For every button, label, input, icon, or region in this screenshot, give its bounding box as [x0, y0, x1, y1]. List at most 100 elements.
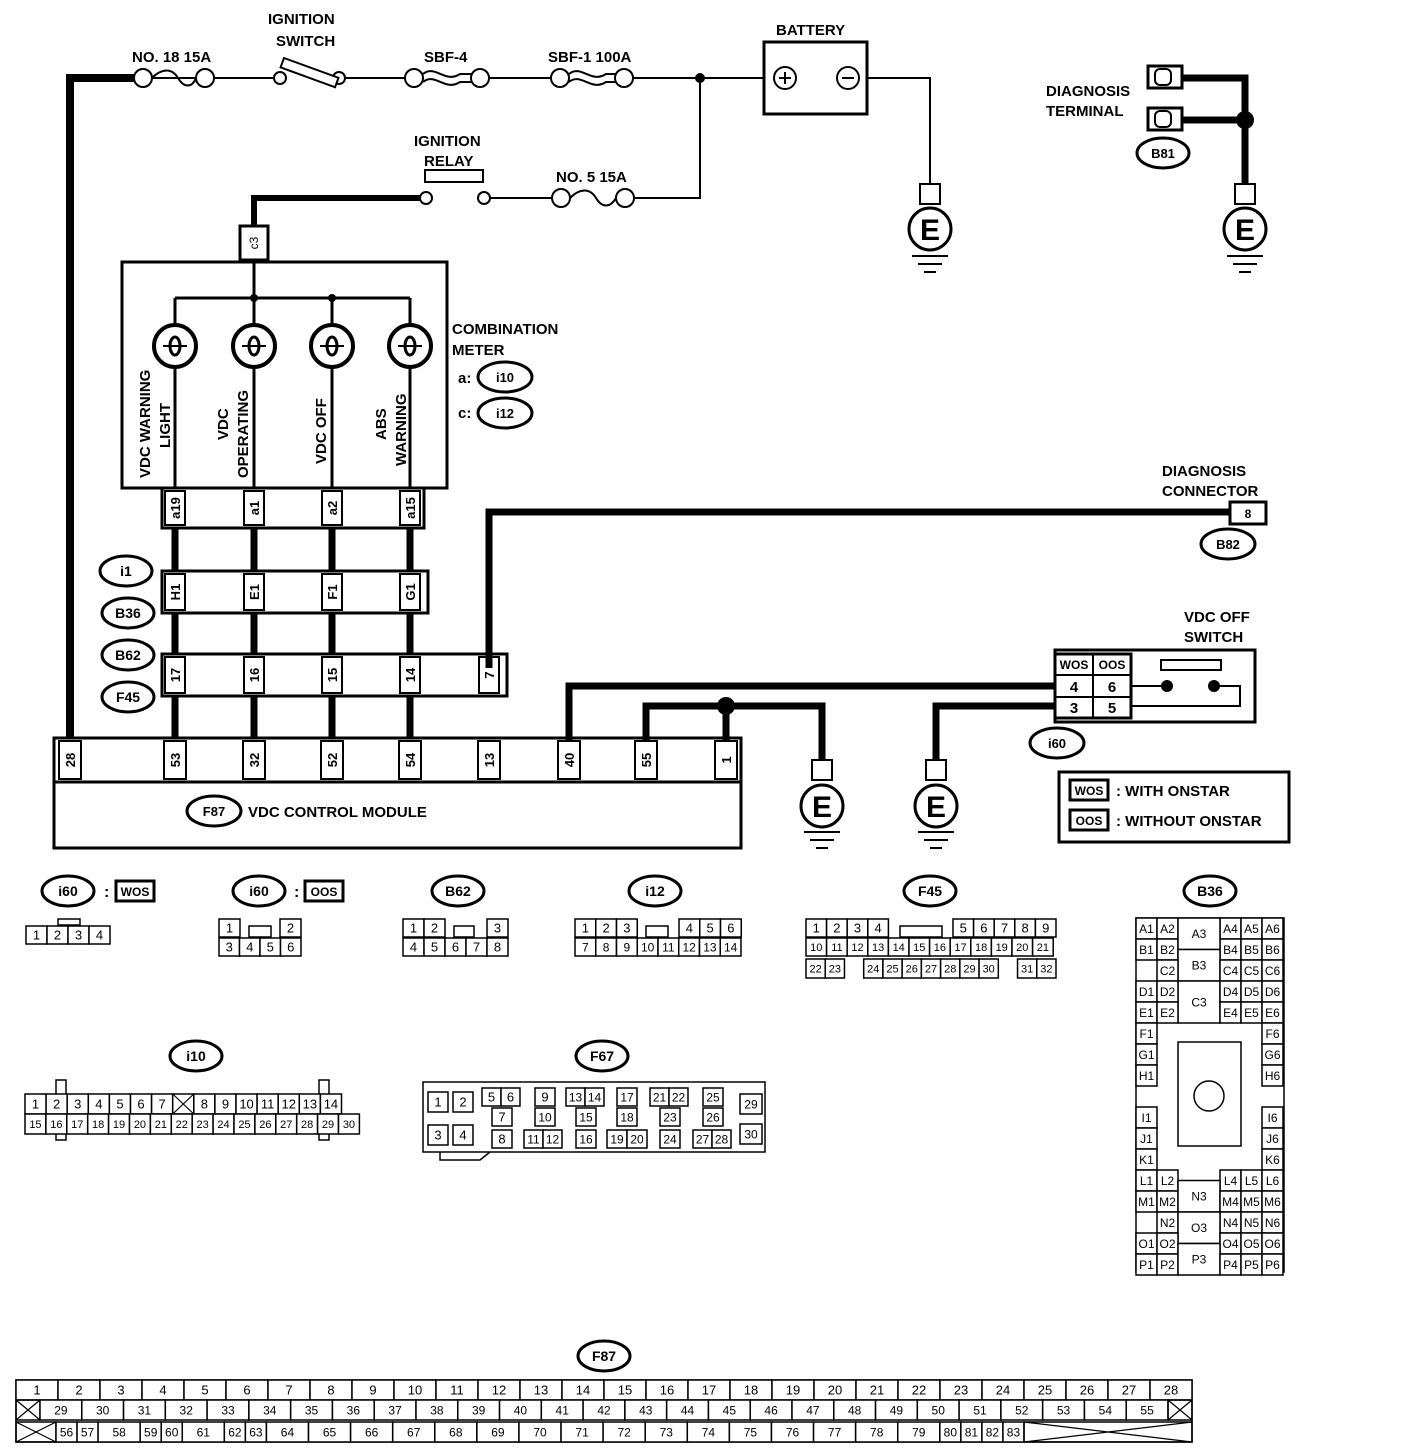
lamp-abs-warning-label-2: WARNING: [393, 394, 410, 467]
pin-label: 4: [95, 1097, 102, 1112]
pin-label: 2: [54, 928, 61, 943]
pin-label: J6: [1266, 1132, 1279, 1146]
pin-label: 16: [50, 1119, 62, 1131]
pin-label: B3: [1192, 959, 1207, 973]
pin-label: 6: [137, 1097, 144, 1112]
pin-label: 8: [327, 1383, 334, 1398]
pin-label: 27: [696, 1132, 710, 1146]
pin-label: 7: [473, 940, 480, 955]
pin-label: 17: [71, 1119, 83, 1131]
fuse-no18: [133, 68, 215, 88]
pin-label: 6: [727, 921, 734, 936]
vdc-off-switch: WOS OOS 4 6 3 5 i60: [565, 648, 1257, 760]
b62-connector-strip-pin-label: 14: [403, 667, 418, 682]
pin-label: 40: [514, 1403, 528, 1417]
connector-latch: [645, 925, 669, 938]
pin-label: 39: [472, 1403, 486, 1417]
pin-label: 48: [848, 1403, 862, 1417]
pin-label: D1: [1139, 985, 1155, 999]
ignition-relay: [419, 169, 491, 205]
pin-label: 9: [222, 1097, 229, 1112]
pin-label: C3: [1191, 995, 1207, 1009]
i1-connector-strip-pin-label: E1: [247, 584, 262, 600]
meter-connector-strip-pin-label: a15: [403, 497, 418, 519]
pin-label: L4: [1224, 1174, 1238, 1188]
pin-label: 51: [973, 1403, 987, 1417]
pin-label: 70: [533, 1425, 547, 1439]
pin-label: 23: [663, 1110, 677, 1124]
f67-pin: [626, 1129, 648, 1149]
pin-label: N2: [1160, 1216, 1176, 1230]
module-pin-label: 54: [403, 752, 418, 767]
pin-label: M5: [1243, 1195, 1260, 1209]
pin-label: E2: [1160, 1006, 1175, 1020]
pin-label: J1: [1140, 1132, 1153, 1146]
f45-pin: [1031, 937, 1054, 957]
pin-label: 2: [459, 1095, 466, 1110]
pin-label: 12: [851, 942, 863, 954]
pin-label: B5: [1244, 943, 1259, 957]
pin-label: 21: [870, 1383, 884, 1398]
module-pin-label: 52: [325, 753, 340, 767]
pin-label: 21: [1037, 942, 1049, 954]
pin-label: 18: [92, 1119, 104, 1131]
pin-label: 30: [983, 963, 995, 975]
pin-label: 53: [1057, 1403, 1071, 1417]
i1-connector-strip-pin: [243, 573, 265, 611]
pin-label: 59: [144, 1425, 158, 1439]
pin-label: 71: [575, 1425, 589, 1439]
pin-label: 81: [965, 1425, 979, 1439]
pin-label: 19: [610, 1132, 624, 1146]
pin-label: 5: [488, 1090, 495, 1105]
meter-a-connector: i10: [496, 370, 514, 385]
ignition-switch: [273, 56, 346, 89]
pin-label: 20: [828, 1383, 842, 1398]
pin-label: 64: [281, 1425, 295, 1439]
pin-label: 5: [201, 1383, 208, 1398]
pin-label: 28: [715, 1132, 729, 1146]
pin-label: 31: [138, 1403, 152, 1417]
meter-connector-strip-pin: [243, 490, 265, 526]
fuse-no5-label: NO. 5 15A: [556, 169, 627, 186]
legend-oos-text: : WITHOUT ONSTAR: [1116, 813, 1262, 830]
ground-label: E: [1235, 214, 1255, 247]
pin-label: 15: [618, 1383, 632, 1398]
i12-pin: [719, 937, 742, 957]
pin-label: 60: [165, 1425, 179, 1439]
ground-module-2: E: [913, 759, 959, 849]
module-pin: [242, 740, 266, 780]
pin-label: 2: [603, 921, 610, 936]
ground-battery: E: [907, 183, 953, 273]
pin-label: I1: [1141, 1111, 1151, 1125]
i60-oos-pin: [279, 918, 302, 938]
pin-label: B4: [1223, 943, 1238, 957]
f67-pin: [575, 1129, 597, 1149]
pin-label: 26: [906, 963, 918, 975]
pin-label: 4: [159, 1383, 166, 1398]
pin-label: 26: [706, 1110, 720, 1124]
diagnosis-terminal-label-2: TERMINAL: [1046, 103, 1124, 120]
pin-label: 8: [201, 1097, 208, 1112]
f87-face-label: F87: [592, 1348, 616, 1364]
pin-label: 79: [912, 1425, 926, 1439]
pin-label: B6: [1265, 943, 1280, 957]
f67-pin: [575, 1107, 597, 1127]
pin-label: C6: [1265, 964, 1281, 978]
b36-face-oval: [1182, 874, 1238, 908]
pin-label: 13: [703, 940, 717, 954]
f67-pin: [500, 1087, 521, 1107]
connector-latch: [453, 925, 475, 938]
i1-connector-label: i1: [120, 563, 132, 579]
f45-pin: [824, 958, 846, 979]
pin-label: E4: [1223, 1006, 1238, 1020]
wos-badge: [114, 879, 156, 903]
i1-connector-strip-pin-label: F1: [325, 584, 340, 599]
pin-label: 7: [498, 1110, 505, 1125]
pin-label: 9: [541, 1090, 548, 1105]
b36-center-hole: [1193, 1080, 1225, 1112]
pin-label: N3: [1191, 1190, 1207, 1204]
lamp-vdc-off-label: VDC OFF: [313, 398, 330, 464]
module-pin: [320, 740, 344, 780]
pin-label: 26: [259, 1119, 271, 1131]
